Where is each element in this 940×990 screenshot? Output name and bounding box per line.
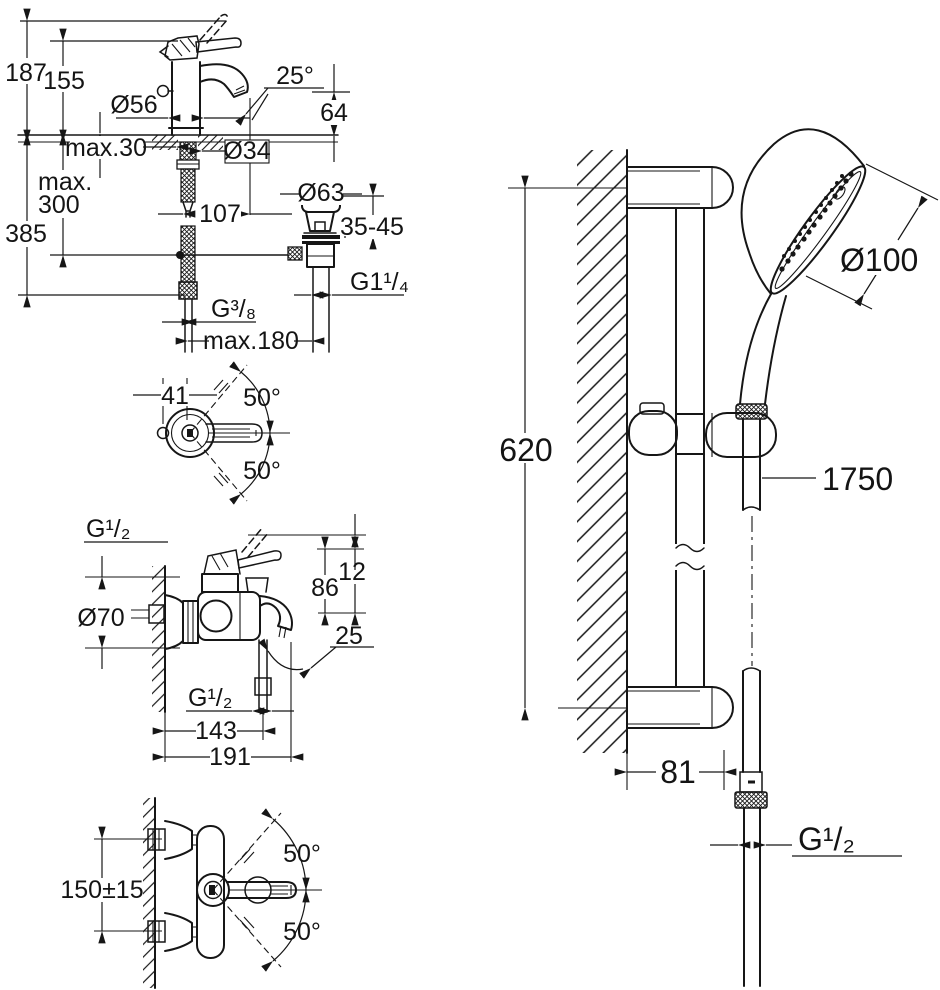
basin-faucet-body: [156, 13, 249, 136]
dim-label-86: 86: [311, 574, 339, 602]
dim-label-155: 155: [43, 67, 85, 95]
dim-label-d63: Ø63: [297, 179, 344, 207]
spray-nozzles: [779, 171, 854, 272]
dim-label-max300-line1: max.: [38, 168, 92, 196]
dim-label-25deg: 25°: [276, 62, 314, 90]
shower-rail-set-view: 620 Ø100 1750 81 G¹/₂: [499, 128, 939, 987]
dim-label-385: 385: [5, 220, 47, 248]
dim-label-max180: max.180: [203, 327, 299, 355]
dim-label-25: 25: [335, 622, 363, 650]
shower-set-dimensions: 620 Ø100 1750 81 G¹/₂: [499, 163, 939, 857]
dim-label-50-down: 50°: [283, 918, 321, 946]
dim-label-191: 191: [209, 743, 251, 771]
deck-hatch-right: [198, 135, 223, 150]
wall-mixer-front-view: 150±15 50° 50°: [60, 797, 322, 989]
dim-label-620: 620: [499, 432, 552, 468]
dim-label-12: 12: [338, 558, 366, 586]
dim-label-64: 64: [320, 99, 348, 127]
basin-mixer-dimensions: 187 155 Ø56 25° 64 max.30 Ø34: [5, 8, 409, 355]
pop-up-knob: [156, 84, 170, 98]
dim-label-d100: Ø100: [840, 242, 918, 278]
dim-label-max300-line2: 300: [38, 191, 80, 219]
dim-label-50-up: 50°: [283, 840, 321, 868]
shower-rail: [626, 166, 734, 729]
dim-label-g12-wall: G¹/₂: [86, 515, 130, 543]
dim-label-d56: Ø56: [110, 91, 157, 119]
bath-mixer-dimensions: 12 86 Ø70 G¹/₂ 25 G¹/₂ 143 191: [77, 514, 374, 771]
dim-label-g114: G1¹/₄: [350, 268, 409, 296]
dim-label-g12-hose: G¹/₂: [798, 821, 855, 857]
dim-label-max30: max.30: [65, 134, 147, 162]
dim-label-3545: 35-45: [340, 213, 404, 241]
dim-label-g38: G³/₈: [211, 295, 256, 323]
dim-label-150pm15: 150±15: [60, 876, 143, 904]
shower-hose: [734, 418, 768, 987]
dim-label-1750: 1750: [822, 461, 893, 497]
dim-label-50-down: 50°: [243, 457, 281, 485]
shower-holder-glide: [628, 402, 777, 458]
hose-nut-knurled: [735, 403, 768, 420]
bath-mixer-view: 12 86 Ø70 G¹/₂ 25 G¹/₂ 143 191: [77, 514, 374, 771]
dim-label-g12-outlet: G¹/₂: [188, 684, 232, 712]
basin-mixer-view: 187 155 Ø56 25° 64 max.30 Ø34: [5, 8, 409, 355]
dim-label-50-up: 50°: [243, 384, 281, 412]
dim-label-143: 143: [195, 717, 237, 745]
wall-hatch: [577, 150, 627, 753]
dim-label-d34: Ø34: [223, 137, 270, 165]
dim-label-81: 81: [660, 754, 696, 790]
hand-shower: [735, 128, 867, 420]
wall-hatch: [143, 798, 155, 988]
dim-label-187: 187: [5, 59, 47, 87]
wall-hatch: [152, 566, 165, 712]
drain-rod-clamp: [287, 246, 303, 261]
deck-hatch-left: [152, 135, 178, 150]
lever-handle-top-view: 41 50° 50°: [133, 361, 290, 505]
dim-label-d70: Ø70: [77, 604, 124, 632]
dim-label-107: 107: [199, 200, 241, 228]
dim-label-41: 41: [161, 382, 189, 410]
